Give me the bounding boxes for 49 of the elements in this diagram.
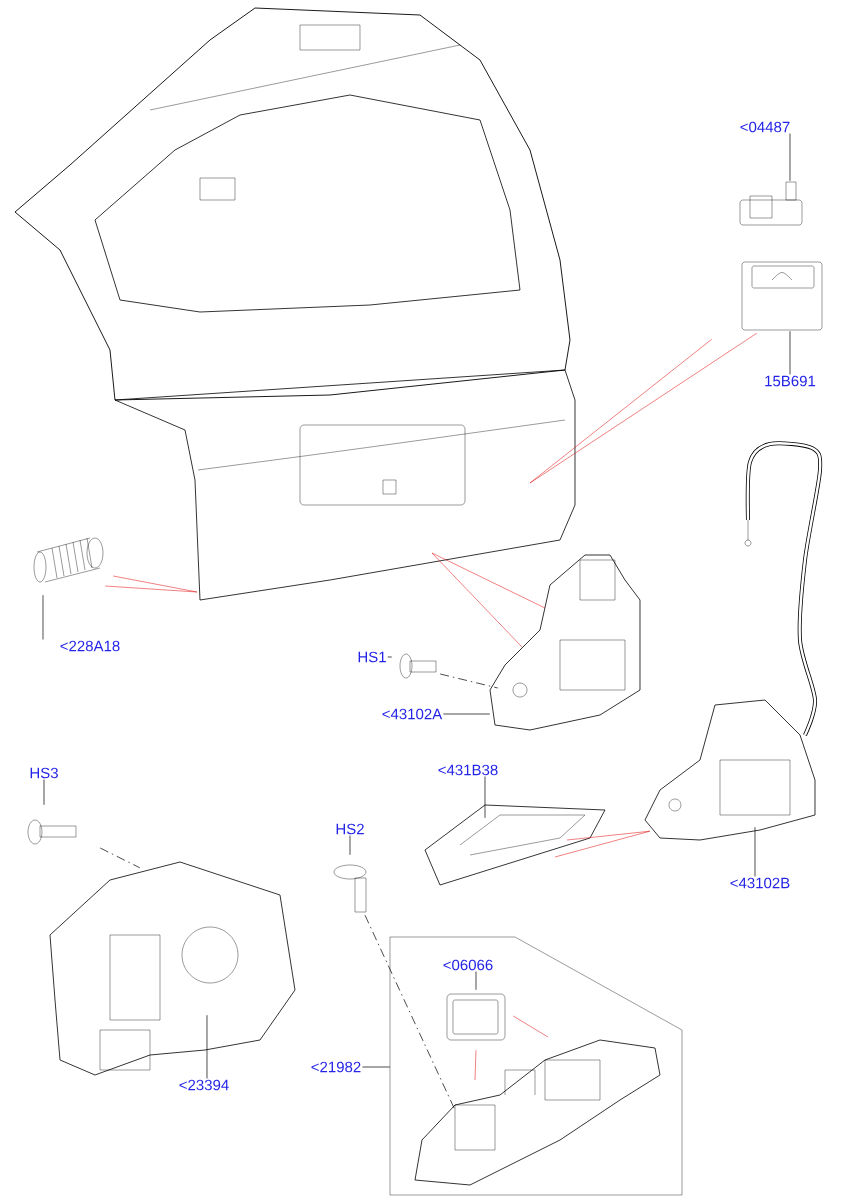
callout-number: HS1: [358, 651, 386, 663]
callout-number: <23394: [179, 1079, 229, 1091]
callout-number: <228A18: [60, 640, 120, 652]
group-frame: [389, 936, 683, 1196]
leader-line: [754, 826, 756, 877]
association-line: [529, 338, 713, 484]
dash-dot-line: [99, 847, 141, 869]
bolt-drawing: [399, 653, 437, 679]
bolt-drawing: [27, 819, 77, 845]
leader-line: [362, 1066, 391, 1068]
callout-number: HS2: [336, 823, 364, 835]
bump-stop-drawing: [33, 537, 104, 583]
leader-line: [349, 835, 351, 856]
sensor-drawing: [446, 993, 506, 1041]
callout-number: HS3: [30, 767, 58, 779]
actuator-drawing: [49, 861, 296, 1076]
leader-line: [206, 1014, 208, 1079]
leader-line: [443, 713, 491, 715]
handle-drawing: [414, 1039, 661, 1186]
callout-number: <431B38: [438, 764, 498, 776]
dash-dot-line: [364, 914, 456, 1111]
association-line: [104, 585, 198, 593]
callout-number: <43102B: [730, 877, 790, 889]
leader-line: [42, 594, 44, 640]
callout-number: 15B691: [765, 375, 816, 387]
cover-drawing: [424, 804, 606, 886]
leader-line: [387, 656, 393, 658]
leader-line: [475, 971, 477, 991]
callout-number: <21982: [311, 1061, 361, 1073]
association-line: [474, 1049, 477, 1081]
association-line: [431, 552, 523, 648]
bolt-drawing: [333, 864, 367, 913]
callout-number: <04487: [740, 121, 790, 133]
association-line: [512, 1015, 549, 1038]
callout-number: <06066: [443, 959, 493, 971]
leader-line: [789, 133, 791, 182]
callout-number: <43102A: [382, 708, 443, 720]
tailgate-drawing: [14, 7, 576, 601]
association-line: [431, 552, 546, 609]
association-line: [529, 332, 758, 484]
leader-line: [484, 776, 486, 819]
dash-dot-line: [439, 673, 499, 689]
leader-line: [43, 779, 45, 806]
latch-drawing: [489, 554, 641, 731]
switch-drawing: [741, 261, 823, 331]
switch-drawing: [739, 181, 803, 226]
association-line: [566, 830, 651, 841]
latch-drawing: [644, 441, 823, 841]
leader-line: [789, 330, 791, 375]
